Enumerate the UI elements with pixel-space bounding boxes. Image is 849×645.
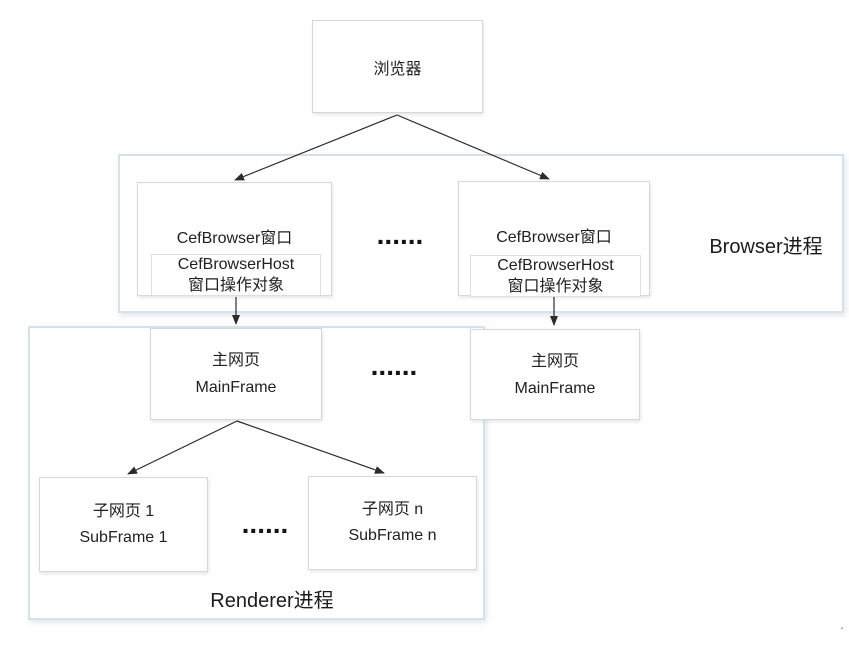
ellipsis-subframe-row: ......: [241, 508, 289, 539]
subframe-subtitle: SubFrame n: [348, 527, 437, 544]
stray-period-mark: .: [840, 616, 844, 632]
subframe-title: 子网页 n: [361, 501, 424, 518]
cefbrowserhost-desc: 窗口操作对象: [187, 277, 284, 294]
cefbrowserhost-name: CefBrowserHost: [177, 256, 295, 273]
cefbrowserhost-desc: 窗口操作对象: [507, 278, 604, 295]
mainframe-title: 主网页: [211, 352, 260, 369]
ellipsis-cefbrowser-row: ......: [376, 219, 424, 250]
cefbrowserhost-box-right: CefBrowserHost 窗口操作对象: [470, 255, 641, 297]
subframe-subtitle: SubFrame 1: [79, 528, 168, 546]
mainframe-subtitle: MainFrame: [514, 379, 596, 397]
cefbrowser-window-title: CefBrowser窗口: [176, 230, 293, 247]
browser-process-label: Browser进程: [709, 236, 823, 258]
browser-root-node: 浏览器: [312, 20, 483, 113]
subframe-title: 子网页 1: [92, 502, 155, 520]
ellipsis-mainframe-row: ......: [370, 350, 418, 381]
subframe-node-1: 子网页 1 SubFrame 1: [39, 477, 208, 572]
mainframe-node-right: 主网页 MainFrame: [470, 329, 640, 420]
browser-root-label: 浏览器: [373, 60, 422, 78]
cefbrowser-window-node-left: CefBrowser窗口 CefBrowserHost 窗口操作对象: [137, 182, 332, 296]
cefbrowserhost-name: CefBrowserHost: [497, 257, 614, 274]
cefbrowser-window-node-right: CefBrowser窗口 CefBrowserHost 窗口操作对象: [458, 181, 650, 297]
mainframe-subtitle: MainFrame: [195, 379, 277, 396]
mainframe-node-left: 主网页 MainFrame: [150, 328, 322, 420]
renderer-process-label: Renderer进程: [210, 590, 334, 612]
mainframe-title: 主网页: [530, 352, 579, 370]
cefbrowserhost-box-left: CefBrowserHost 窗口操作对象: [151, 254, 321, 296]
cefbrowser-window-title: CefBrowser窗口: [496, 229, 612, 246]
subframe-node-n: 子网页 n SubFrame n: [308, 476, 477, 570]
